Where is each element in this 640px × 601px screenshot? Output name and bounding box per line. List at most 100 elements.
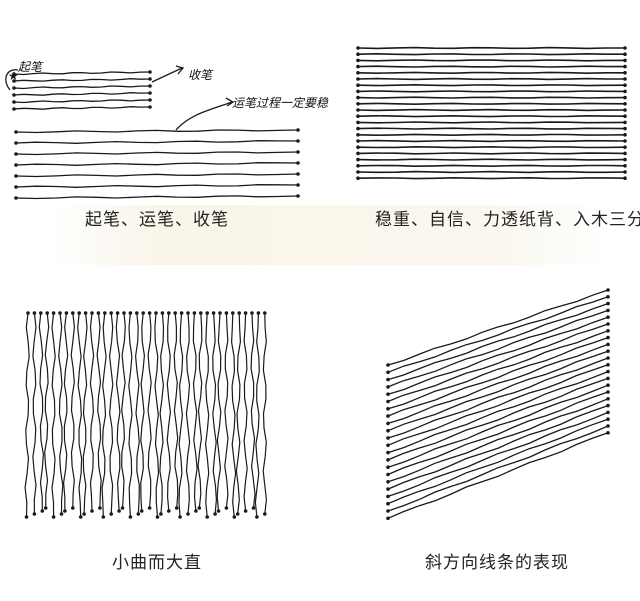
stroke-dot (606, 410, 610, 415)
stroke-dot (386, 385, 390, 389)
stroke-dot (251, 506, 256, 510)
stroke-dot (213, 512, 217, 516)
vertical-line (128, 312, 133, 518)
stroke-dot (606, 295, 610, 299)
vertical-line (197, 312, 203, 509)
stroke-dot (356, 58, 360, 63)
watermark-smudge (50, 205, 610, 265)
steady-line (357, 158, 626, 161)
stroke-dot (178, 515, 182, 519)
stroke-dot (356, 114, 360, 118)
vertical-line (24, 312, 30, 518)
stroke-dot (386, 392, 390, 396)
stroke-dot (148, 91, 152, 95)
stroke-dot (623, 77, 627, 81)
stroke-dot (296, 139, 300, 143)
long-stroke (15, 173, 299, 178)
vertical-line (82, 312, 88, 515)
stroke-dot (186, 311, 190, 315)
diagonal-line (387, 432, 609, 519)
diagonal-line (387, 398, 609, 483)
caption-top-left: 起笔、运笔、收笔 (85, 210, 229, 230)
stroke-dot (14, 185, 18, 189)
stroke-dot (356, 71, 360, 75)
stroke-dot (356, 52, 360, 56)
diagonal-line (387, 350, 609, 432)
stroke-dot (218, 311, 222, 315)
stroke-dot (386, 443, 390, 448)
stroke-dot (12, 93, 16, 97)
steady-line (357, 90, 626, 93)
steady-line (357, 145, 626, 149)
stroke-dot (24, 515, 29, 519)
stroke-dot (98, 506, 102, 510)
stroke-dot (386, 436, 390, 440)
diagonal-line (387, 289, 609, 366)
stroke-dot (386, 407, 390, 411)
short-stroke (13, 92, 151, 96)
stroke-dot (12, 72, 16, 76)
stroke-dot (141, 311, 145, 315)
caption-top-right: 稳重、自信、力透纸背、入木三分 (375, 210, 640, 230)
stroke-dot (386, 370, 390, 375)
stroke-dot (12, 86, 16, 90)
stroke-dot (606, 403, 610, 408)
stroke-dot (606, 390, 610, 394)
stroke-dot (122, 311, 126, 315)
steady-line (357, 114, 626, 118)
stroke-dot (623, 46, 627, 50)
annotation-start: 起笔 (18, 60, 43, 74)
caption-bottom-left: 小曲而大直 (112, 553, 202, 573)
stroke-dot (58, 311, 62, 315)
steady-line (357, 71, 626, 75)
stroke-dot (32, 512, 37, 516)
stroke-dot (109, 311, 113, 315)
stroke-dot (82, 512, 86, 516)
diagonal-line (387, 370, 609, 454)
vertical-line (51, 312, 56, 518)
stroke-dot (623, 164, 627, 168)
stroke-dot (96, 311, 101, 315)
vertical-line (262, 312, 268, 515)
short-stroke (13, 85, 151, 90)
stroke-dot (623, 95, 627, 100)
stroke-dot (263, 512, 267, 516)
stroke-dot (12, 79, 16, 83)
stroke-dot (623, 102, 627, 106)
vertical-line (89, 312, 95, 512)
stroke-dot (623, 108, 627, 112)
stroke-dot (386, 516, 390, 521)
stroke-dot (386, 363, 390, 367)
stroke-dot (147, 506, 152, 510)
stroke-dot (14, 130, 18, 134)
stroke-dot (263, 311, 267, 315)
stroke-dot (606, 417, 610, 421)
vertical-line (44, 312, 50, 509)
steady-line (357, 108, 626, 112)
vertical-line (204, 312, 210, 518)
start-arrow (5, 69, 19, 91)
diagonal-line (387, 323, 609, 403)
stroke-dot (83, 311, 88, 315)
stroke-dot (386, 458, 390, 462)
vertical-line (77, 312, 83, 518)
steady-line (357, 52, 626, 56)
vertical-line (235, 312, 242, 515)
stroke-dot (356, 126, 360, 131)
stroke-dot (606, 397, 610, 401)
stroke-dot (606, 335, 610, 340)
stroke-dot (606, 342, 610, 347)
stroke-dot (51, 311, 56, 315)
stroke-dot (623, 145, 627, 149)
steady-line (357, 133, 626, 137)
stroke-dot (77, 311, 81, 315)
stroke-dot (256, 311, 261, 315)
vertical-line (96, 312, 102, 509)
stroke-dot (386, 501, 390, 506)
stroke-dot (103, 311, 107, 315)
stroke-dot (623, 120, 627, 125)
stroke-dot (356, 108, 360, 112)
stroke-dot (606, 329, 610, 333)
stroke-dot (623, 71, 627, 75)
stroke-dot (606, 424, 610, 428)
